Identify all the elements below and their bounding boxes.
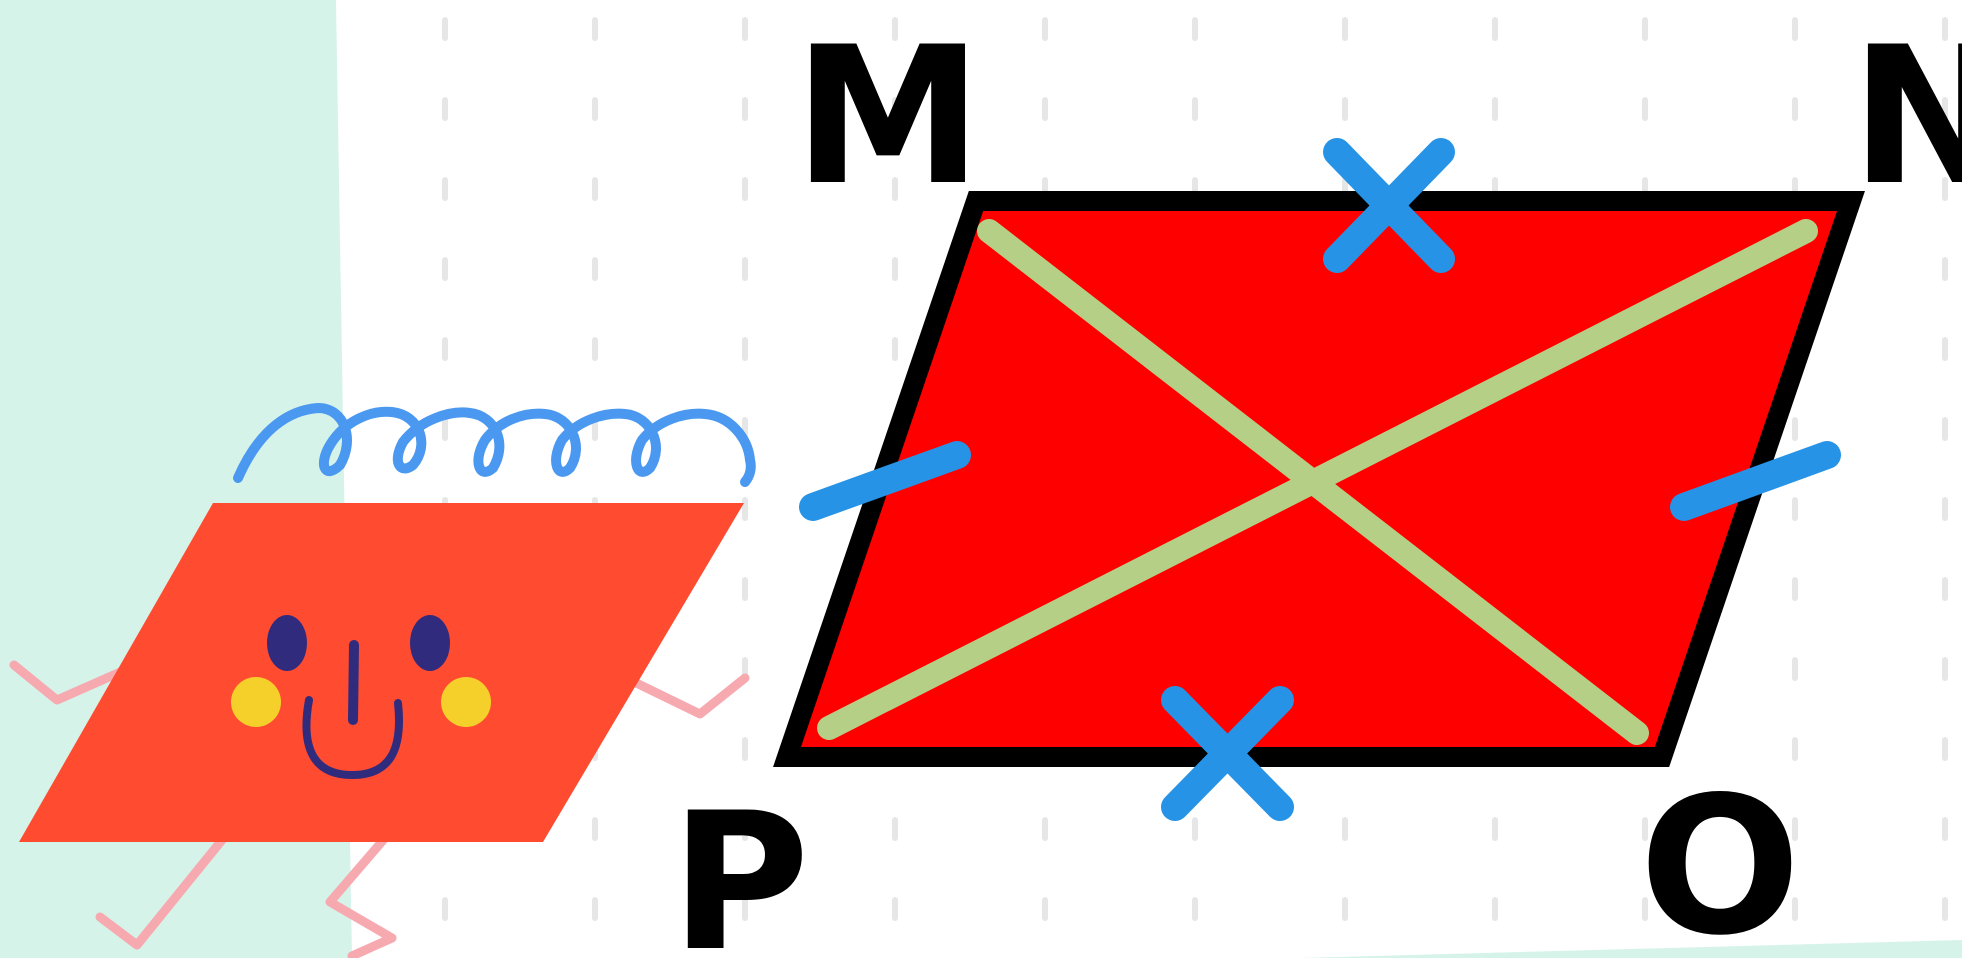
mascot-right-cheek <box>441 677 491 727</box>
mascot-left-arm <box>9 660 130 705</box>
x-tick-icon <box>1323 138 1455 273</box>
diagonal-np <box>817 219 1818 740</box>
vertex-label-m: M <box>793 6 982 227</box>
mascot-mouth <box>302 696 403 780</box>
vertex-label-o: O <box>1639 756 1801 958</box>
x-tick-icon <box>1161 686 1294 821</box>
vertex-label-n: N <box>1850 6 1962 227</box>
vertex-label-p: P <box>670 772 809 958</box>
mascot-nose <box>348 640 359 725</box>
mascot-spiral <box>233 402 756 487</box>
mascot-left-cheek <box>231 677 281 727</box>
mascot-right-eye <box>410 615 450 671</box>
mascot-body <box>19 503 744 842</box>
mascot-left-leg <box>95 835 227 950</box>
line-tick-icon <box>799 441 971 521</box>
line-tick-icon <box>1670 441 1841 521</box>
bottom-background-strip <box>1300 940 1962 958</box>
mascot-right-arm <box>625 673 750 719</box>
parallelogram-character-icon <box>9 402 756 958</box>
mascot-right-leg <box>325 833 397 958</box>
mascot-left-eye <box>267 615 307 671</box>
